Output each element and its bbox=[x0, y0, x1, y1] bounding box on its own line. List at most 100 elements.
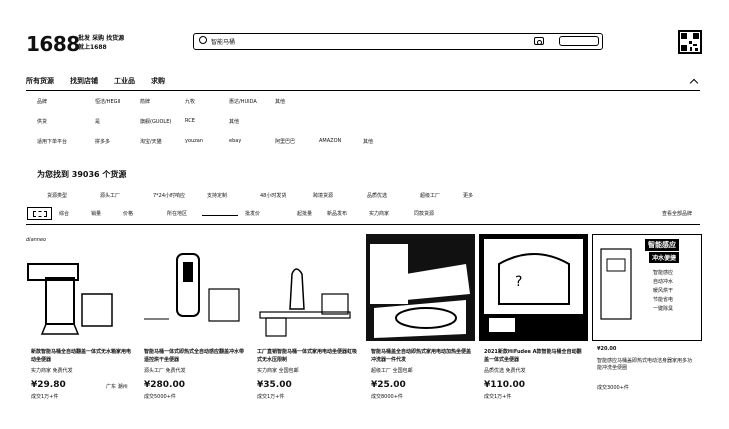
promo-title: 智能感应 bbox=[645, 239, 679, 251]
filter-option[interactable]: RCE bbox=[185, 118, 195, 124]
product-sold: 成交3000+件 bbox=[597, 385, 629, 391]
slogan: 批发 采购 找货源 就上1688 bbox=[78, 34, 124, 52]
product-title[interactable]: 智能马桶盖全自动即热式家用电动加热坐便盖冲洗器一件代发 bbox=[371, 349, 472, 363]
filter-option[interactable]: 其他 bbox=[229, 119, 240, 125]
search-input[interactable]: 智能马桶 bbox=[211, 39, 236, 46]
product-title[interactable]: 2021新款HiFudee A款智能马桶全自动翻盖一体式坐便器 bbox=[484, 349, 582, 363]
filter-label-platform: 适用下单平台 bbox=[37, 139, 68, 145]
slogan-line-2: 就上1688 bbox=[78, 44, 107, 51]
filter-option[interactable]: 拼多多 bbox=[95, 139, 111, 145]
sort-option[interactable]: 价格 bbox=[123, 211, 134, 217]
sort-option[interactable]: 综合 bbox=[59, 211, 70, 217]
divider bbox=[26, 90, 700, 91]
promo-feature: 自动冲水 bbox=[653, 279, 674, 285]
tab-industrial[interactable]: 工业品 bbox=[114, 77, 135, 85]
tab-purchase[interactable]: 求购 bbox=[151, 77, 165, 85]
product-card[interactable]: 新款智能马桶全自动翻盖一体式无水箱家用电动坐便器 实力商家 免费代发 ¥29.8… bbox=[26, 234, 135, 404]
service-filter[interactable]: 超级工厂 bbox=[420, 193, 441, 199]
search-type-tabs: 所有货源 找到店铺 工业品 求购 bbox=[26, 76, 165, 86]
product-card[interactable]: 智能马桶盖全自动即热式家用电动加热坐便盖冲洗器一件代发 超级工厂 全国包邮 ¥2… bbox=[366, 234, 475, 404]
filter-option[interactable]: 箭牌 bbox=[140, 99, 151, 105]
product-location: 广东 潮州 bbox=[106, 384, 128, 390]
service-filter[interactable]: 跨境货源 bbox=[313, 193, 334, 199]
product-sold: 成交1万+件 bbox=[31, 394, 59, 400]
sort-option[interactable]: 批发价 bbox=[245, 211, 261, 217]
product-image[interactable] bbox=[366, 234, 475, 341]
sort-option[interactable]: 所在地区 bbox=[167, 211, 188, 217]
promo-feature: 暖风烘干 bbox=[653, 288, 674, 294]
product-image[interactable] bbox=[26, 234, 135, 341]
product-sold: 成交8000+件 bbox=[371, 394, 403, 400]
service-filter[interactable]: 更多 bbox=[463, 193, 474, 199]
search-bar[interactable]: 智能马桶 bbox=[193, 33, 603, 50]
tab-all-goods[interactable]: 所有货源 bbox=[26, 77, 54, 85]
product-sold: 成交1万+件 bbox=[257, 394, 285, 400]
search-button[interactable] bbox=[559, 36, 599, 46]
promo-features: 智能感应 自动冲水 暖风烘干 节能省电 一键除臭 bbox=[653, 269, 673, 314]
filter-option[interactable]: 恒洁/HEGII bbox=[95, 99, 121, 105]
product-card[interactable]: 智能马桶一体式即热式全自动感应翻盖冲水带遥控烘干坐便器 源头工厂 免费代发 ¥2… bbox=[139, 234, 248, 404]
product-price: ¥280.00 bbox=[144, 380, 185, 390]
filter-option[interactable]: AMAZON bbox=[319, 138, 342, 144]
sort-toggle-button[interactable] bbox=[27, 207, 52, 220]
service-filter[interactable]: 48小时发货 bbox=[260, 193, 287, 199]
product-image[interactable]: ? bbox=[479, 234, 588, 341]
service-filter[interactable]: 7*24小时响应 bbox=[153, 193, 186, 199]
tab-find-shops[interactable]: 找到店铺 bbox=[70, 77, 98, 85]
sort-option[interactable]: 新品发布 bbox=[327, 211, 348, 217]
promo-subtitle: 冲水便捷 bbox=[649, 252, 680, 263]
promo-feature: 一键除臭 bbox=[653, 306, 674, 312]
filter-option[interactable]: 阿里巴巴 bbox=[275, 139, 296, 145]
product-price: ¥29.80 bbox=[31, 380, 66, 390]
sort-option[interactable]: 销量 bbox=[91, 211, 102, 217]
filter-option[interactable]: 其他 bbox=[275, 99, 286, 105]
sort-option[interactable]: 同款货源 bbox=[414, 211, 435, 217]
promo-feature: 智能感应 bbox=[653, 270, 674, 276]
product-card[interactable]: 智能感应 冲水便捷 智能感应 自动冲水 暖风烘干 节能省电 一键除臭 ¥20.0… bbox=[592, 234, 702, 404]
product-image[interactable] bbox=[252, 234, 361, 341]
service-filter[interactable]: 支持定制 bbox=[207, 193, 228, 199]
filter-option[interactable]: 惠达/HUIDA bbox=[229, 99, 257, 105]
camera-search-icon[interactable] bbox=[534, 37, 544, 45]
sort-option[interactable]: 实力商家 bbox=[369, 211, 390, 217]
promo-feature: 节能省电 bbox=[653, 297, 674, 303]
slogan-line-1: 批发 采购 找货源 bbox=[78, 35, 125, 42]
chevron-up-icon[interactable] bbox=[689, 78, 699, 88]
result-count: 为您找到 39036 个货源 bbox=[37, 170, 127, 179]
product-price: ¥110.00 bbox=[484, 380, 525, 390]
product-card[interactable]: 工厂直销智能马桶一体式家用电动坐便器虹吸式无水压限制 实力商家 全国包邮 ¥35… bbox=[252, 234, 361, 404]
price-range-input[interactable] bbox=[202, 210, 238, 216]
filter-option[interactable]: youzan bbox=[185, 138, 204, 144]
divider bbox=[26, 224, 700, 225]
product-price: ¥35.00 bbox=[257, 380, 292, 390]
filter-option[interactable]: 旗舰(GUOLE) bbox=[140, 119, 172, 125]
product-title[interactable]: 工厂直销智能马桶一体式家用电动坐便器虹吸式无水压限制 bbox=[257, 349, 358, 363]
product-tags: 品质优选 免费代发 bbox=[484, 368, 526, 374]
filter-option[interactable]: ebay bbox=[229, 138, 242, 144]
filter-option[interactable]: 是 bbox=[95, 119, 101, 125]
filter-option[interactable]: 淘宝/天猫 bbox=[140, 139, 162, 145]
product-tags: 源头工厂 免费代发 bbox=[144, 368, 186, 374]
product-title: ¥20.00 bbox=[597, 346, 617, 352]
service-filter[interactable]: 源头工厂 bbox=[100, 193, 121, 199]
product-image[interactable]: 智能感应 冲水便捷 智能感应 自动冲水 暖风烘干 节能省电 一键除臭 bbox=[592, 234, 702, 341]
service-filter[interactable]: 货源类型 bbox=[47, 193, 68, 199]
search-icon bbox=[199, 36, 207, 44]
svg-text:?: ? bbox=[515, 274, 522, 290]
service-filter[interactable]: 品质优选 bbox=[367, 193, 388, 199]
product-title[interactable]: 智能马桶一体式即热式全自动感应翻盖冲水带遥控烘干坐便器 bbox=[144, 349, 245, 363]
view-all-brands-link[interactable]: 查看全部品牌 bbox=[662, 211, 693, 217]
sort-bar: 综合 销量 价格 所在地区 批发价 起批量 新品发布 实力商家 同款货源 查看全… bbox=[27, 207, 697, 221]
product-title[interactable]: 智能感应马桶盖即热式电动洁身器家用多功能冲洗坐便圈 bbox=[597, 358, 693, 371]
filter-label-supply: 供货 bbox=[37, 119, 48, 125]
product-image[interactable] bbox=[139, 234, 248, 341]
product-tags: 实力商家 免费代发 bbox=[31, 368, 73, 374]
filter-option[interactable]: 其他 bbox=[363, 139, 374, 145]
product-title[interactable]: 新款智能马桶全自动翻盖一体式无水箱家用电动坐便器 bbox=[31, 349, 132, 363]
sort-option[interactable]: 起批量 bbox=[297, 211, 313, 217]
product-card[interactable]: ? 2021新款HiFudee A款智能马桶全自动翻盖一体式坐便器 品质优选 免… bbox=[479, 234, 588, 404]
logo-1688[interactable]: 1688 bbox=[26, 32, 80, 56]
product-tags: 超级工厂 全国包邮 bbox=[371, 368, 413, 374]
filter-option[interactable]: 九牧 bbox=[185, 99, 196, 105]
product-price: ¥25.00 bbox=[371, 380, 406, 390]
